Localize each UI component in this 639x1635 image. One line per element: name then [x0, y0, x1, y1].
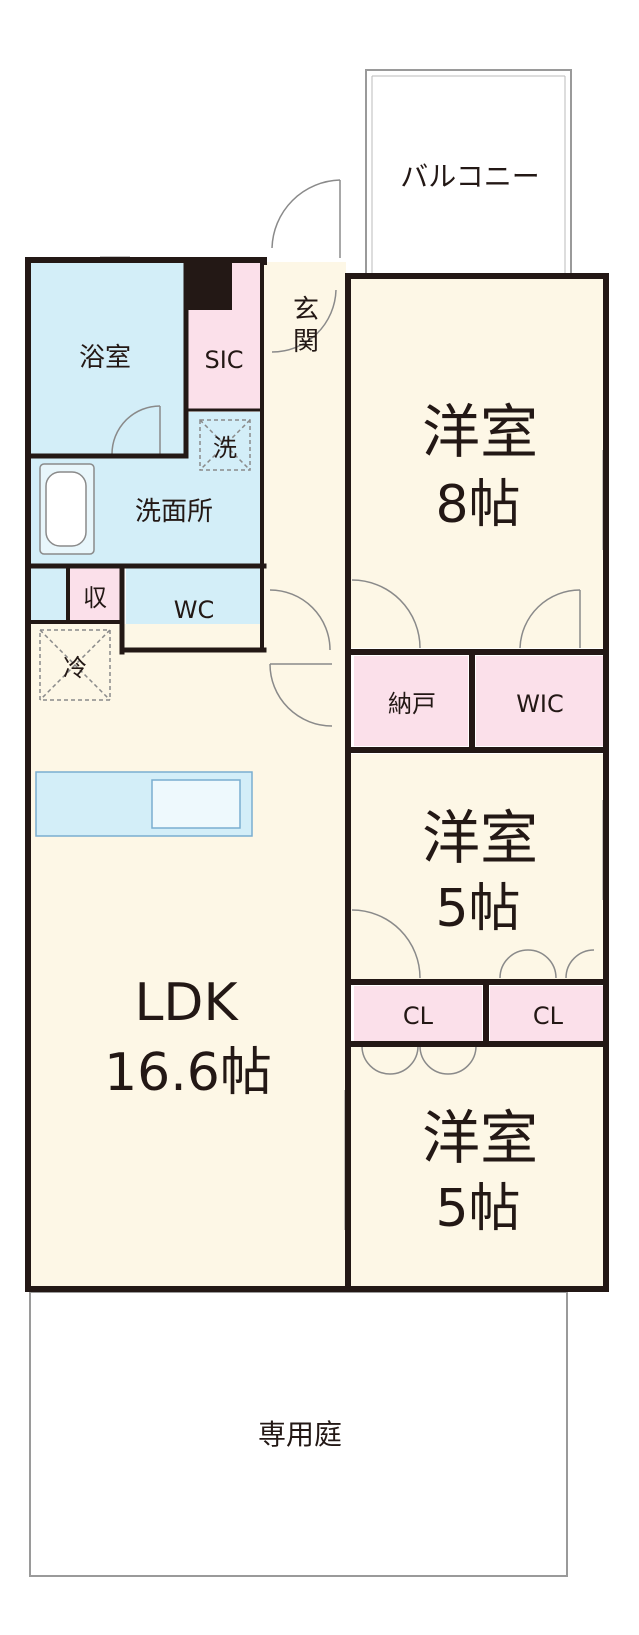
western2-area	[350, 754, 607, 980]
cl1-area	[354, 986, 482, 1042]
entrance-label-1: 玄	[293, 295, 319, 325]
hallway-area	[264, 392, 346, 652]
western3-area	[350, 1046, 607, 1289]
cl1-label: CL	[403, 1002, 434, 1030]
bath-area	[30, 262, 185, 454]
bath-label: 浴室	[79, 343, 131, 373]
western3-size: 5帖	[435, 1179, 520, 1239]
cl2-area	[490, 986, 607, 1042]
washroom-label: 洗面所	[135, 497, 213, 527]
ldk-size: 16.6帖	[104, 1043, 272, 1103]
ldk-name: LDK	[134, 973, 239, 1033]
western1-name: 洋室	[422, 398, 538, 466]
wc-label: WC	[174, 596, 215, 624]
nando-label: 納戸	[388, 690, 436, 718]
western2-name: 洋室	[422, 804, 538, 872]
left-nook-area	[30, 568, 66, 620]
entrance-area	[264, 262, 346, 392]
balcony	[365, 69, 572, 281]
entrance-label-2: 関	[293, 327, 319, 357]
balcony-label: バルコニー	[400, 160, 539, 193]
storage-small-label: 収	[83, 584, 107, 612]
western1-area	[350, 278, 607, 648]
wic-area	[476, 656, 607, 746]
walls	[25, 257, 609, 1292]
cl2-label: CL	[533, 1002, 564, 1030]
storage-small-area	[70, 568, 120, 620]
washer-label: 洗	[213, 434, 237, 462]
western3-name: 洋室	[422, 1104, 538, 1172]
fridge-label: 冷	[63, 654, 87, 682]
wic-label: WIC	[516, 690, 564, 718]
garden-label: 専用庭	[258, 1418, 342, 1451]
western2-size: 5帖	[435, 879, 520, 939]
sic-label: SIC	[204, 346, 243, 374]
western1-size: 8帖	[435, 475, 520, 535]
nando-area	[354, 656, 468, 746]
ldk-area	[30, 624, 346, 1289]
